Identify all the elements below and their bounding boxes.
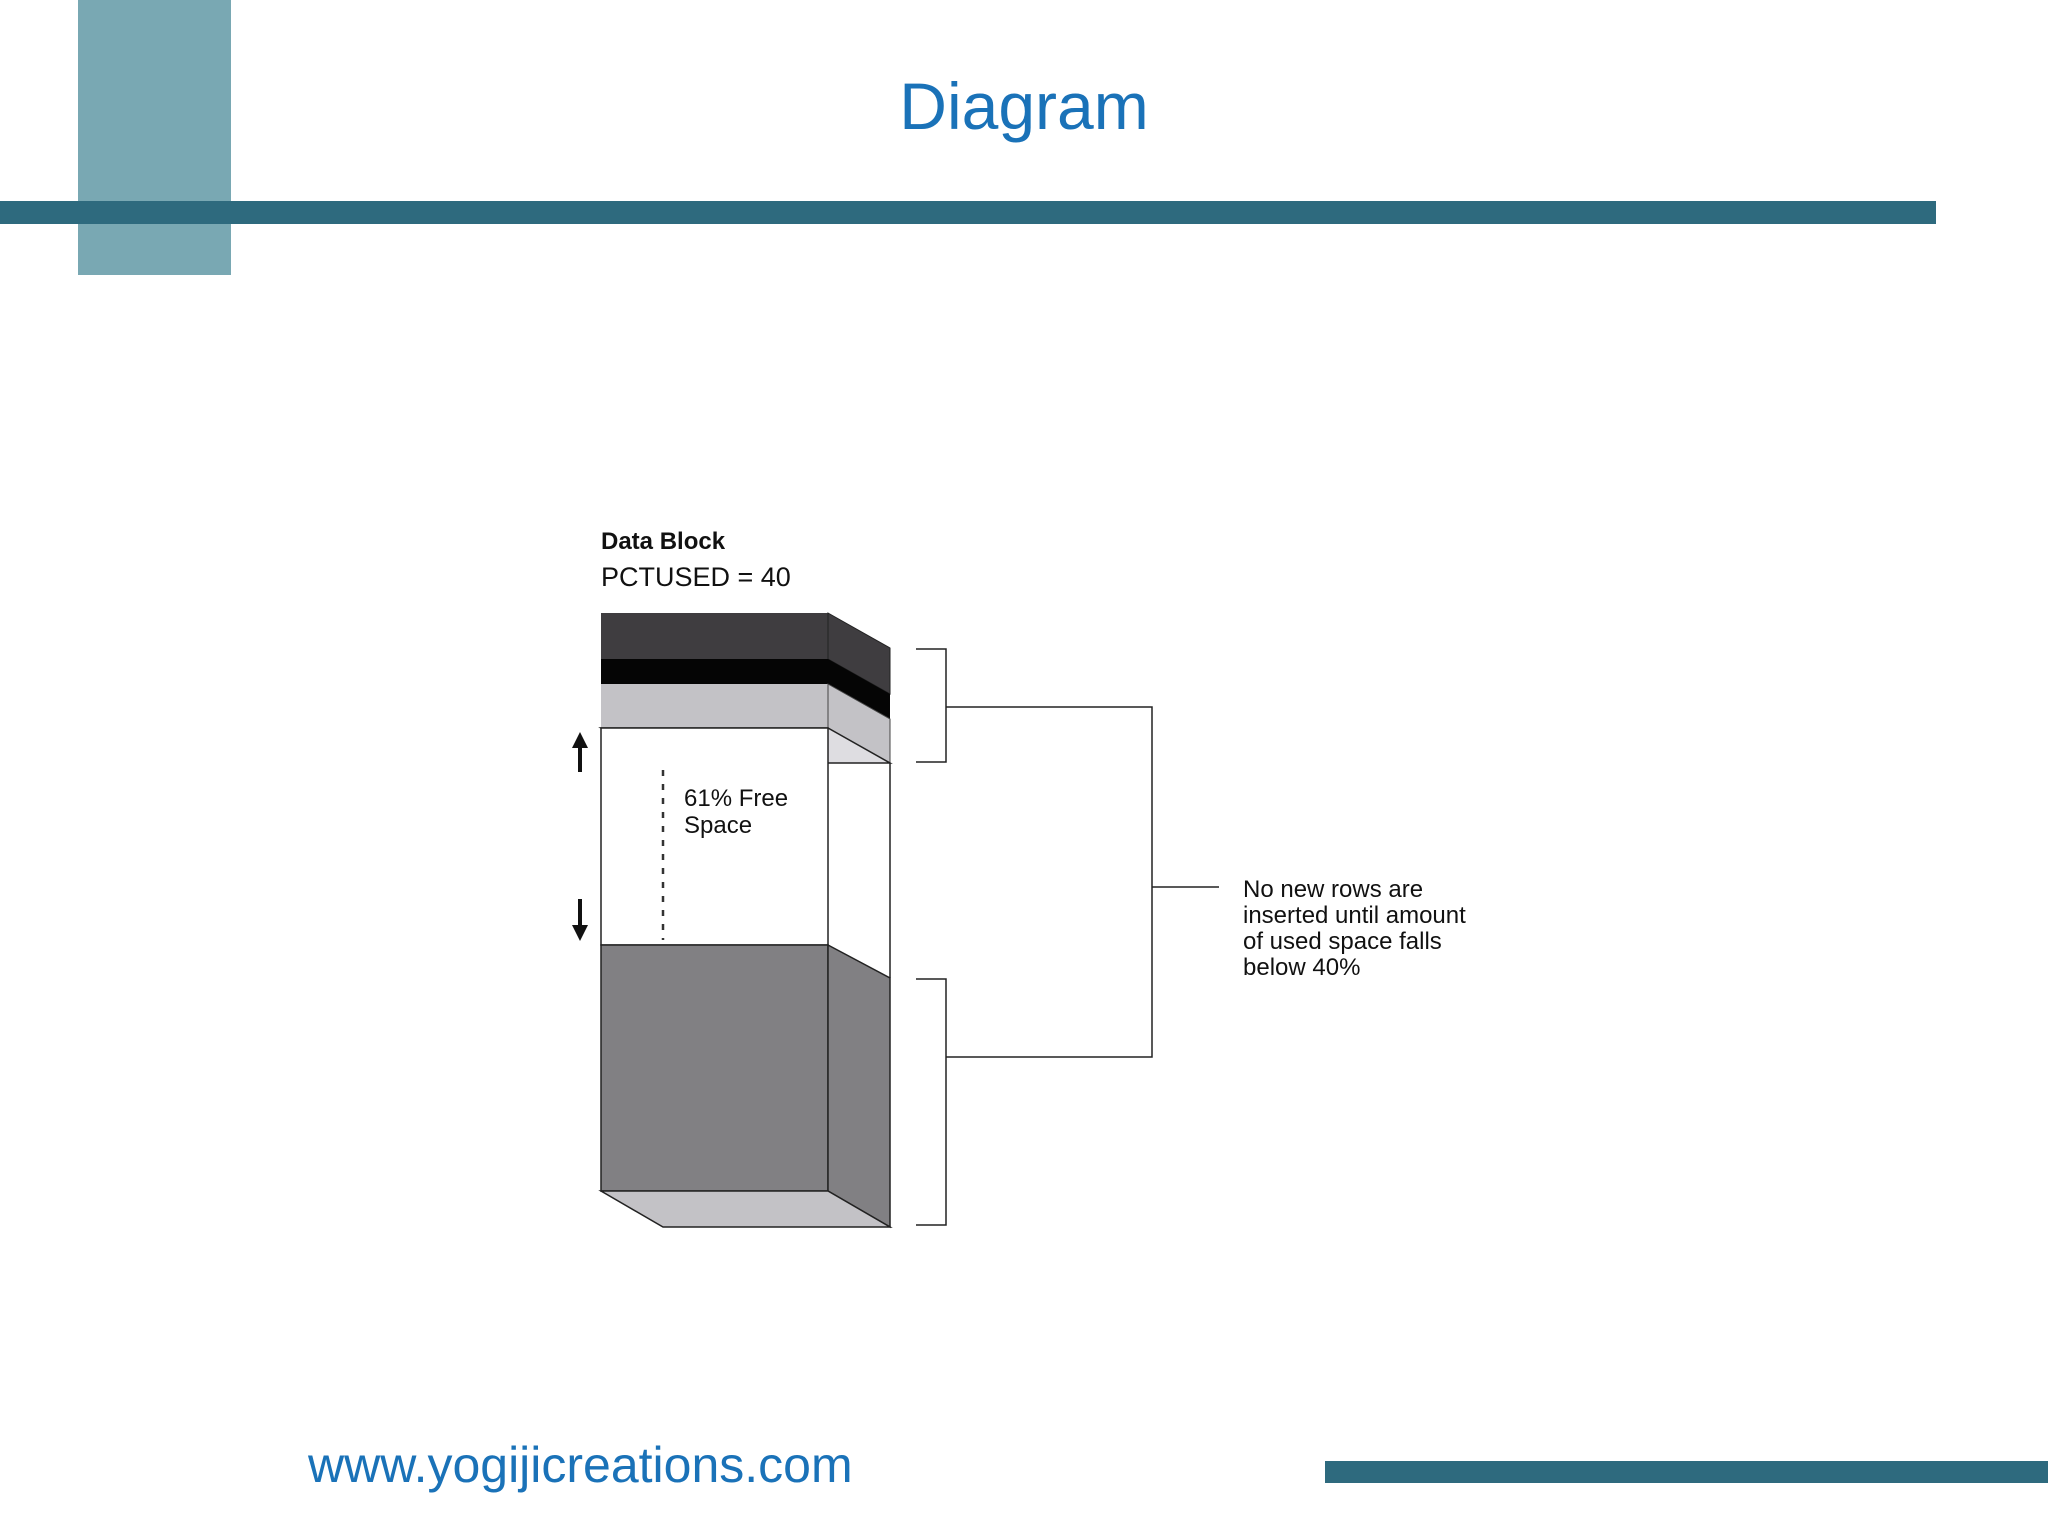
free-space-label-line2: Space — [684, 812, 752, 839]
up-arrow-icon — [572, 732, 588, 772]
header-rule — [0, 201, 1936, 224]
block-subtitle: PCTUSED = 40 — [601, 562, 791, 592]
note-line-2: inserted until amount — [1243, 902, 1466, 929]
note-line-1: No new rows are — [1243, 876, 1423, 903]
decorative-square — [78, 0, 231, 275]
note-line-3: of used space falls — [1243, 928, 1442, 955]
free-space-label-line1: 61% Free — [684, 785, 788, 812]
block-header-dark — [601, 612, 891, 695]
block-header-light — [601, 683, 891, 764]
block-header-black — [601, 659, 890, 719]
used-space-region — [598, 943, 893, 1229]
block-title: Data Block — [601, 528, 726, 555]
footer-rule — [1325, 1461, 2048, 1483]
note-line-4: below 40% — [1243, 954, 1360, 981]
bracket-connector — [916, 648, 1219, 1226]
footer-url: www.yogijicreations.com — [308, 1437, 853, 1493]
free-space-region — [598, 727, 893, 978]
slide-title: Diagram — [899, 69, 1149, 143]
down-arrow-icon — [572, 899, 588, 941]
